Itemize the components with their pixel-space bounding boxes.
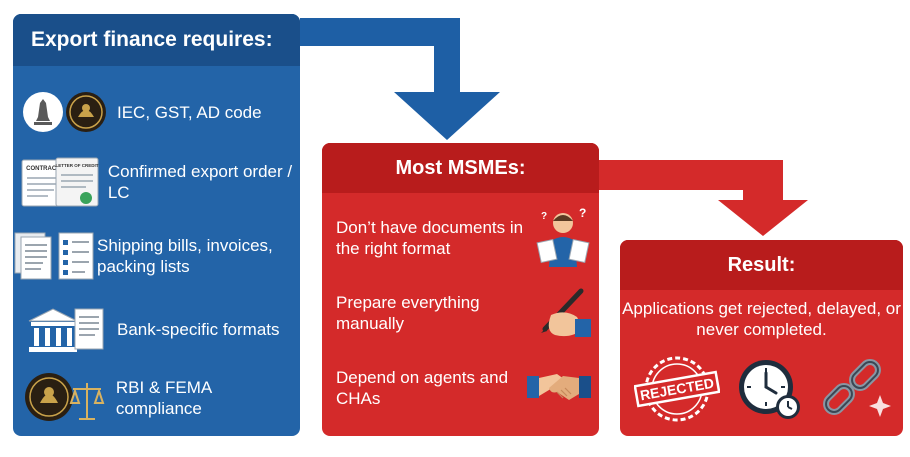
contract-document-icon: CONTRACT LETTER OF CREDIT: [21, 157, 99, 207]
svg-text:?: ?: [541, 211, 547, 222]
blue-arrow: [300, 18, 500, 140]
svg-text:LETTER OF CREDIT: LETTER OF CREDIT: [56, 163, 99, 168]
msme-label: Don’t have documents in the right format: [336, 218, 524, 258]
broken-chain-icon: [823, 359, 891, 417]
svg-text:CONTRACT: CONTRACT: [27, 166, 61, 172]
msme-item: Depend on agents and CHAs: [336, 355, 591, 421]
requirements-title: Export finance requires:: [13, 14, 300, 66]
rejected-stamp-icon: REJECTED: [634, 356, 720, 422]
msme-label: Depend on agents and CHAs: [336, 368, 509, 408]
rbi-scale-icon: [25, 373, 105, 421]
requirement-item: RBI & FEMA compliance: [13, 364, 300, 432]
requirement-item: IEC, GST, AD code: [13, 78, 300, 146]
result-icons: REJECTED: [634, 352, 892, 426]
bank-building-icon: [28, 308, 104, 352]
shipping-documents-icon: [14, 232, 94, 280]
requirement-label: RBI & FEMA compliance: [115, 378, 212, 418]
msme-label: Prepare everything manually: [336, 293, 480, 333]
requirements-panel: Export finance requires: IEC, GST, AD co…: [13, 14, 300, 436]
msme-panel: Most MSMEs: Don’t have documents in the …: [322, 143, 599, 436]
requirement-label: Confirmed export order / LC: [107, 162, 293, 202]
red-arrow: [599, 160, 808, 236]
msme-item: Prepare everything manually: [336, 281, 591, 345]
requirement-item: Bank-specific formats: [13, 296, 300, 362]
requirement-label: Shipping bills, invoices, packing lists: [97, 236, 273, 276]
requirement-item: Shipping bills, invoices, packing lists: [13, 218, 300, 294]
hand-writing-icon: [541, 288, 591, 337]
rbi-seal-icon: [66, 92, 106, 132]
requirement-item: CONTRACT LETTER OF CREDIT Confirmed expo…: [13, 148, 300, 216]
confused-person-icon: ? ?: [536, 207, 590, 267]
msme-item: Don’t have documents in the right format…: [336, 203, 591, 273]
requirement-label: Bank-specific formats: [117, 319, 280, 339]
requirement-label: IEC, GST, AD code: [117, 102, 262, 122]
government-emblem-icon: [23, 92, 106, 132]
clock-icon: [739, 360, 800, 419]
handshake-icon: [527, 374, 591, 400]
result-title: Result:: [620, 240, 903, 290]
msme-title: Most MSMEs:: [322, 143, 599, 193]
result-text: Applications get rejected, delayed, or n…: [622, 299, 901, 339]
svg-text:?: ?: [579, 207, 586, 220]
result-panel: Result: Applications get rejected, delay…: [620, 240, 903, 436]
